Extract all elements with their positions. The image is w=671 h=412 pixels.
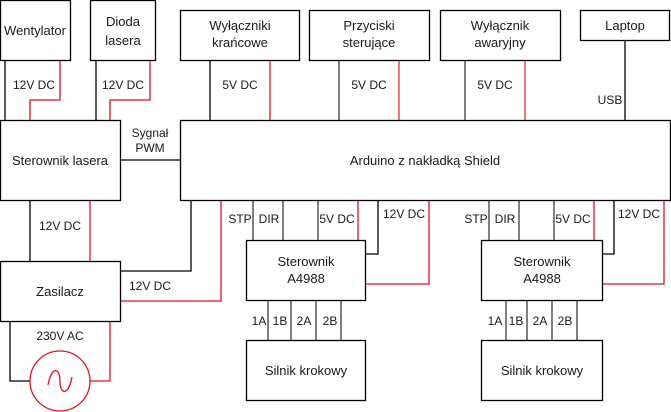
block-zasilacz[interactable]: Zasilacz	[0, 260, 122, 323]
wire-ac-n	[9, 321, 30, 382]
svg-text:Wentylator: Wentylator	[4, 23, 67, 38]
block-sterownik-lasera[interactable]: Sterownik lasera	[0, 119, 122, 202]
wire-dioda-pos	[109, 60, 151, 120]
wire-zasilacz-arduino-pos	[120, 200, 222, 302]
svg-text:A4988: A4988	[287, 271, 325, 286]
label-m2-2b: 2B	[558, 314, 573, 328]
block-dioda-lasera[interactable]: Dioda lasera	[89, 0, 157, 62]
block-arduino[interactable]: Arduino z nakładką Shield	[179, 119, 671, 202]
svg-text:awaryjny: awaryjny	[474, 35, 526, 50]
block-przyciski-sterujace[interactable]: Przyciski sterujące	[308, 9, 431, 62]
label-m1-1a: 1A	[252, 314, 267, 328]
label-d2-5v: 5V DC	[555, 212, 591, 226]
label-m2-1b: 1B	[509, 314, 524, 328]
label-d2-dir: DIR	[495, 212, 516, 226]
label-pwm: PWM	[135, 141, 164, 155]
svg-text:Sterownik: Sterownik	[277, 254, 335, 269]
block-wylacznik-awaryjny[interactable]: Wyłącznik awaryjny	[439, 9, 562, 62]
svg-text:Wyłączniki: Wyłączniki	[209, 18, 270, 33]
svg-text:Arduino z nakładką Shield: Arduino z nakładką Shield	[350, 153, 500, 168]
label-krancowe-power: 5V DC	[222, 78, 258, 92]
svg-text:Wyłącznik: Wyłącznik	[471, 18, 530, 33]
label-d1-12v: 12V DC	[383, 207, 425, 221]
label-d2-12v: 12V DC	[618, 207, 660, 221]
ac-source-icon	[29, 350, 91, 412]
block-sterownik-a4988-1[interactable]: Sterownik A4988	[245, 239, 367, 302]
block-laptop[interactable]: Laptop	[579, 9, 671, 42]
block-wentylator[interactable]: Wentylator	[0, 0, 72, 62]
wire-d1-12v-pos	[366, 200, 430, 285]
svg-text:krańcowe: krańcowe	[212, 35, 268, 50]
svg-text:Zasilacz: Zasilacz	[36, 284, 84, 299]
label-d1-stp: STP	[228, 212, 251, 226]
label-zasilacz-out: 12V DC	[129, 279, 171, 293]
svg-text:Przyciski: Przyciski	[343, 18, 394, 33]
block-sterownik-a4988-2[interactable]: Sterownik A4988	[480, 239, 604, 302]
label-m2-1a: 1A	[488, 314, 503, 328]
block-silnik-krokowy-2[interactable]: Silnik krokowy	[480, 339, 604, 402]
label-sygnal: Sygnał	[132, 126, 169, 140]
svg-text:Sterownik lasera: Sterownik lasera	[12, 153, 109, 168]
label-m1-2b: 2B	[323, 314, 338, 328]
svg-text:sterujące: sterujące	[343, 35, 396, 50]
label-usb: USB	[598, 93, 623, 107]
svg-text:Dioda: Dioda	[106, 14, 141, 29]
label-dioda-power: 12V DC	[102, 78, 144, 92]
svg-text:A4988: A4988	[523, 271, 561, 286]
svg-text:Laptop: Laptop	[605, 18, 645, 33]
svg-text:Silnik krokowy: Silnik krokowy	[501, 363, 584, 378]
wire-wentylator-pos	[29, 60, 61, 120]
wire-d2-12v-pos	[602, 200, 665, 285]
wire-zasilacz-arduino-gnd	[120, 200, 192, 272]
svg-text:lasera: lasera	[105, 33, 141, 48]
block-silnik-krokowy-1[interactable]: Silnik krokowy	[245, 339, 367, 402]
wire-d2-12v-gnd	[602, 200, 615, 255]
wire-ac-l	[90, 321, 111, 382]
label-wentylator-power: 12V DC	[13, 78, 55, 92]
label-m1-2a: 2A	[297, 314, 312, 328]
label-laser-driver-power: 12V DC	[39, 219, 81, 233]
label-przyciski-power: 5V DC	[351, 78, 387, 92]
block-wylaczniki-krancowe[interactable]: Wyłączniki krańcowe	[179, 9, 301, 62]
label-awaryjny-power: 5V DC	[477, 78, 513, 92]
label-d2-stp: STP	[464, 212, 487, 226]
label-d1-5v: 5V DC	[319, 212, 355, 226]
label-m2-2a: 2A	[533, 314, 548, 328]
svg-text:Sterownik: Sterownik	[513, 254, 571, 269]
svg-text:Silnik krokowy: Silnik krokowy	[265, 363, 348, 378]
label-d1-dir: DIR	[259, 212, 280, 226]
label-m1-1b: 1B	[273, 314, 288, 328]
wire-d1-12v-gnd	[366, 200, 379, 255]
label-mains: 230V AC	[36, 329, 84, 343]
